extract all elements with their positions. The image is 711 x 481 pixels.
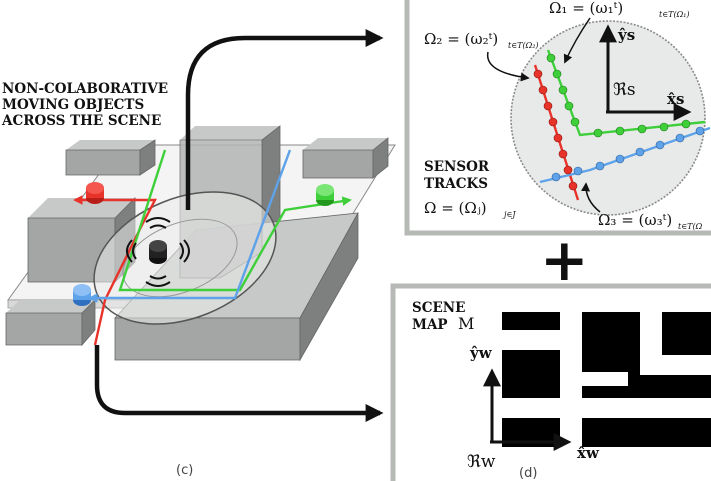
object-blue: [73, 284, 91, 306]
omega2-subscript: t∈T(Ω₂): [508, 41, 539, 50]
omega3-label: Ω₃ = (ω₃ᵗ): [598, 211, 672, 229]
scene-map-grid: [502, 312, 711, 447]
sensor-tracks-title: SENSOR TRACKS: [424, 159, 494, 192]
omega2-pointer: [487, 51, 530, 82]
building-block: [27, 197, 136, 283]
omega1-pointer: [563, 17, 591, 64]
omega1-subscript: t∈T(Ω₁): [659, 10, 690, 19]
map-frame-label: ℜw: [467, 452, 496, 472]
track-set-subscript: j∈J: [502, 210, 516, 219]
caption-right: (d): [519, 466, 537, 481]
omega3-subscript: t∈T(Ω: [678, 222, 703, 231]
object-red: [86, 182, 104, 204]
scene-map-symbol: M: [458, 314, 474, 333]
omega2-label: Ω₂ = (ω₂ᵗ): [424, 30, 498, 48]
building-block: [65, 139, 156, 176]
omega1-label: Ω₁ = (ω₁ᵗ): [549, 0, 623, 17]
scene-map-title: SCENE MAP: [412, 300, 470, 333]
sensor-axis-x-label: x̂s: [667, 90, 684, 108]
arrow-to-map-panel: [94, 345, 384, 422]
caption-left: (c): [176, 463, 193, 478]
building-block: [302, 137, 389, 179]
arrow-to-sensor-panel: [185, 29, 384, 210]
track-green-points: [546, 53, 691, 138]
track-set-formula: Ω = (Ωⱼ): [424, 199, 487, 217]
scene-3d: [5, 125, 396, 362]
sensor-icon: [126, 217, 190, 287]
track-blue-points: [551, 126, 705, 182]
object-green: [316, 184, 334, 206]
scene-map-panel: ŷw x̂w ℜw SCENE MAP M: [390, 283, 711, 481]
map-axis-y-label: ŷw: [469, 344, 493, 362]
trajectory-blue: [88, 149, 292, 303]
sensor-field-disk: [510, 20, 706, 216]
building-block: [5, 299, 96, 347]
omega3-pointer: [581, 182, 601, 213]
sensor-tracks-panel: ŷs x̂s ℜs Ω₁ = (ω₁ᵗ) t∈T(Ω₁) Ω₂ = (ω₂ᵗ) …: [404, 0, 711, 236]
objects-label: NON-COLABORATIVE MOVING OBJECTS ACROSS T…: [1, 81, 173, 129]
sensor-frame-label: ℜs: [613, 80, 636, 100]
sensor-axis-y-label: ŷs: [617, 26, 635, 44]
map-axis-x-label: x̂w: [577, 444, 600, 462]
plus-sign: +: [540, 226, 589, 294]
track-red-points: [533, 69, 578, 191]
